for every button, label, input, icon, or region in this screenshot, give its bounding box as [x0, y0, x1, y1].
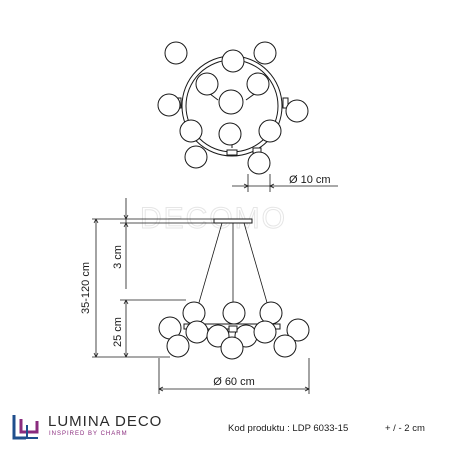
- globe: [285, 99, 309, 123]
- lumina-deco-logo: [12, 415, 39, 440]
- globe: [179, 119, 203, 143]
- brand-name: LUMINA DECO: [48, 413, 163, 430]
- globe: [222, 301, 246, 325]
- globe: [253, 320, 277, 344]
- globe: [253, 41, 277, 65]
- globe: [286, 318, 310, 342]
- ball-diameter-label: Ø 10 cm: [289, 174, 331, 186]
- brand-tagline: INSPIRED BY CHARM: [49, 431, 128, 437]
- globe: [185, 320, 209, 344]
- globe: [218, 89, 244, 115]
- watermark: DECOMO: [140, 202, 287, 235]
- canopy: [213, 218, 253, 224]
- width-label: Ø 60 cm: [213, 376, 255, 388]
- ball-diameter-dimension: [232, 174, 338, 192]
- globe: [166, 334, 190, 358]
- side-view: [158, 218, 310, 360]
- globe: [218, 122, 242, 146]
- globe: [220, 336, 244, 360]
- globe: [195, 72, 219, 96]
- total-height-label: 35-120 cm: [80, 262, 92, 314]
- globe: [273, 334, 297, 358]
- globe: [184, 145, 208, 169]
- footer: LUMINA DECO INSPIRED BY CHARM Kod produk…: [0, 405, 450, 450]
- height-dimensions: [92, 198, 214, 358]
- product-code: Kod produktu : LDP 6033-15: [228, 423, 349, 434]
- width-dimension: [158, 358, 310, 394]
- globe: [157, 93, 181, 117]
- globe: [182, 301, 206, 325]
- globe: [247, 151, 271, 175]
- globe: [221, 49, 245, 73]
- globe: [164, 41, 188, 65]
- top-view: [157, 41, 309, 175]
- globe: [258, 119, 282, 143]
- tolerance: + / - 2 cm: [385, 423, 425, 434]
- body-height-label: 25 cm: [112, 317, 124, 347]
- globe: [246, 72, 270, 96]
- canopy-height-label: 3 cm: [112, 245, 124, 269]
